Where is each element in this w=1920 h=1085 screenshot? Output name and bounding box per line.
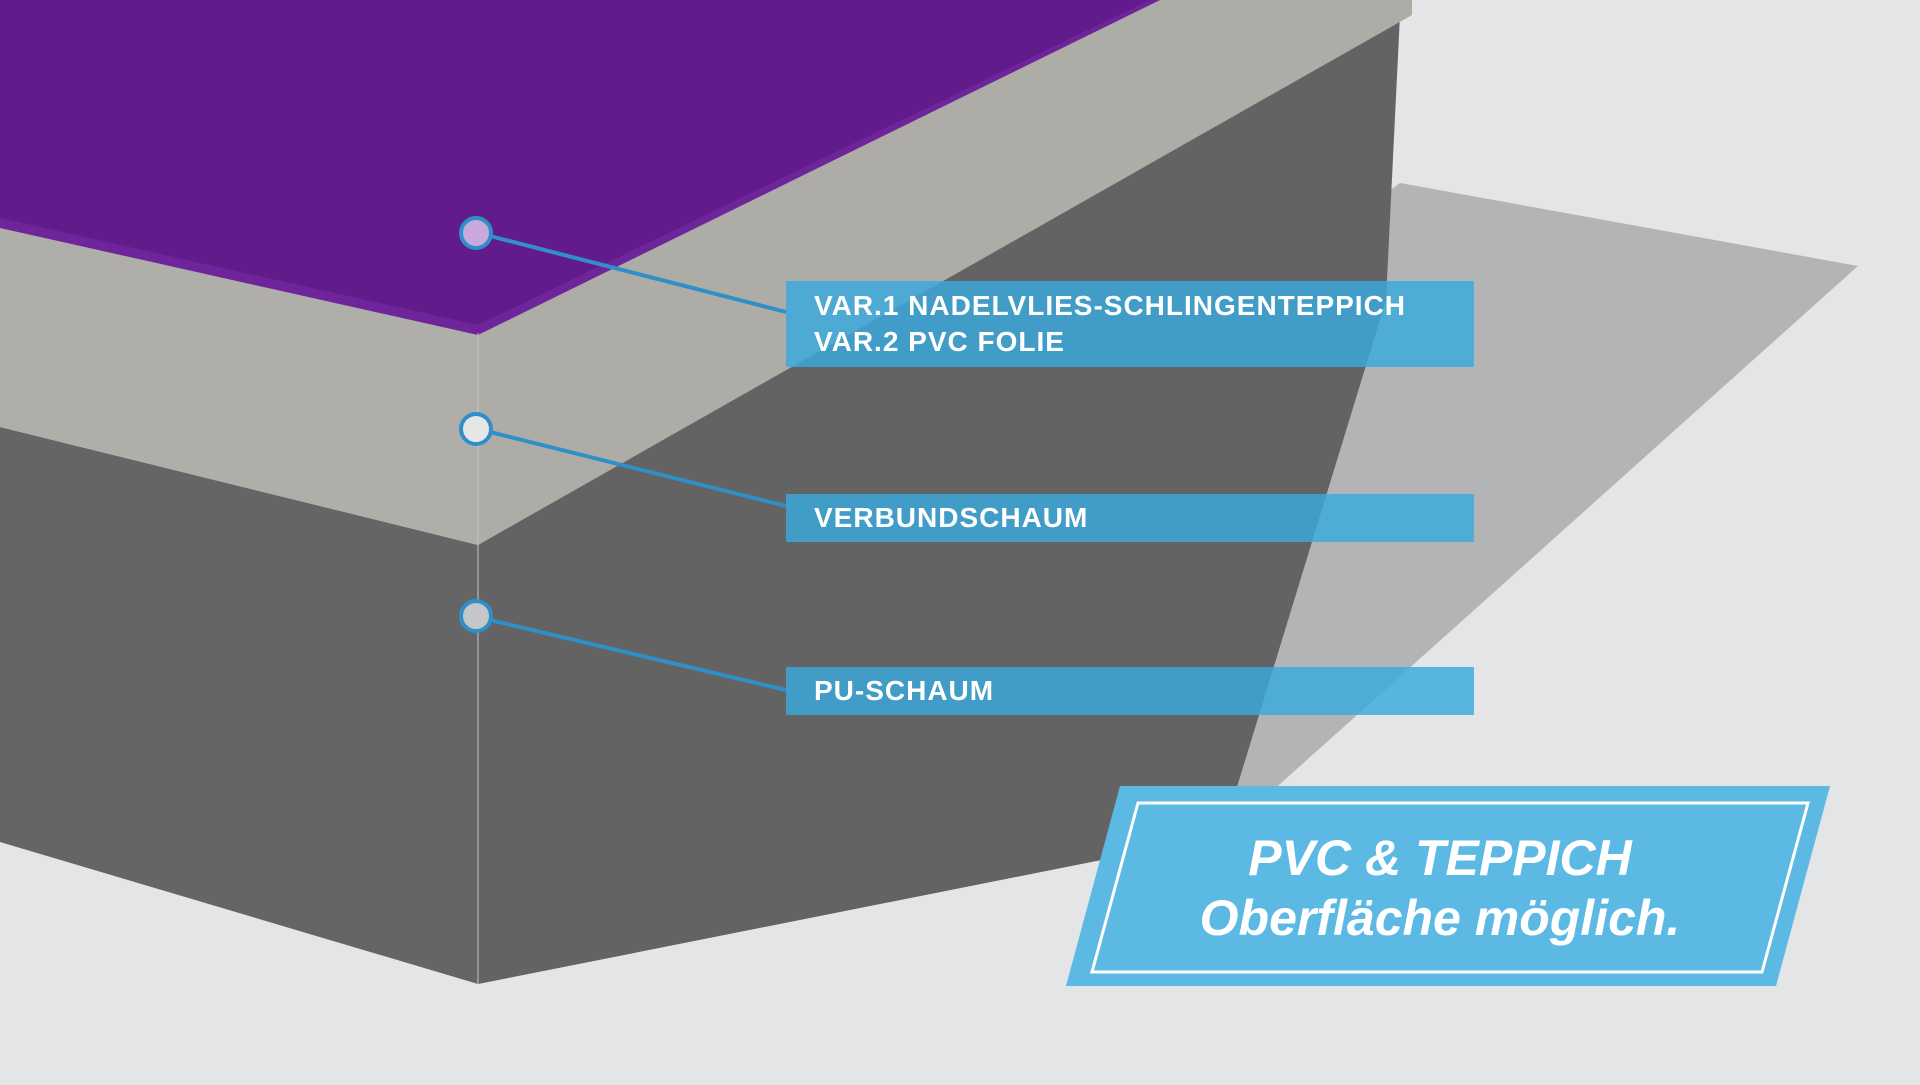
leader-line-1 bbox=[489, 234, 787, 314]
layer-label-surface-line-1: VAR.1 NADELVLIES-SCHLINGENTEPPICH bbox=[814, 290, 1407, 321]
layer-marker-1 bbox=[459, 216, 493, 250]
layer-marker-2 bbox=[459, 412, 493, 446]
layer-marker-3 bbox=[459, 599, 493, 633]
layer-label-composite-foam: VERBUNDSCHAUM bbox=[786, 494, 1474, 542]
layer-label-surface-line-2: VAR.2 PVC FOLIE bbox=[814, 326, 1065, 357]
layer-label-composite-foam-text: VERBUNDSCHAUM bbox=[814, 502, 1089, 533]
badge-background bbox=[1066, 786, 1830, 986]
leader-line-3 bbox=[489, 618, 787, 692]
pu-foam-left-face bbox=[0, 427, 478, 984]
badge-line-2: Oberfläche möglich. bbox=[1199, 890, 1681, 946]
badge-inner-border bbox=[1090, 801, 1810, 974]
badge-line-1: PVC & TEPPICH bbox=[1248, 830, 1632, 886]
layer-label-pu-foam-text: PU-SCHAUM bbox=[814, 675, 995, 706]
composite-foam-right-face bbox=[478, 0, 1412, 545]
layer-label-pu-foam: PU-SCHAUM bbox=[786, 667, 1474, 715]
badge-text: PVC & TEPPICH Oberfläche möglich. bbox=[1090, 828, 1790, 948]
composite-foam-left-face bbox=[0, 225, 478, 545]
leader-line-2 bbox=[489, 430, 787, 508]
layer-label-surface: VAR.1 NADELVLIES-SCHLINGENTEPPICH VAR.2 … bbox=[786, 281, 1474, 367]
top-surface bbox=[0, 0, 1160, 333]
